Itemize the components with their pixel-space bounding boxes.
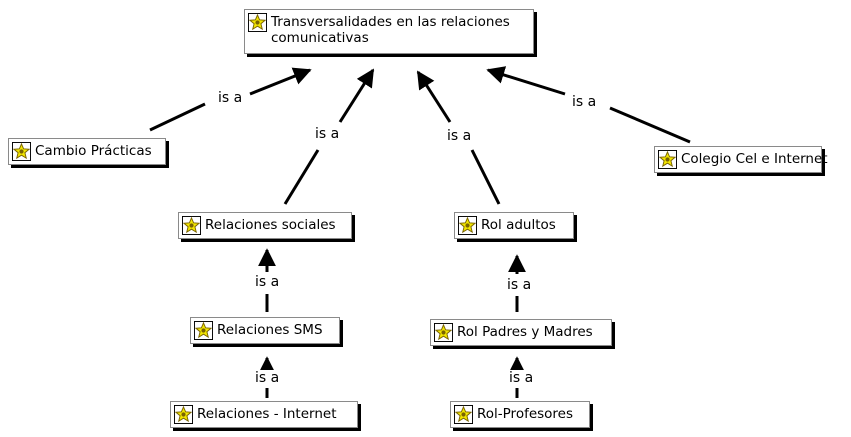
connector-arrow <box>249 67 312 96</box>
concept-label: Relaciones sociales <box>205 217 336 233</box>
connector-line <box>470 149 501 205</box>
link-label: is a <box>216 90 245 106</box>
link-label: is a <box>570 94 599 110</box>
concept-star-icon <box>454 405 473 424</box>
connector-line <box>149 102 206 132</box>
concept-star-icon <box>434 323 453 342</box>
concept-star-icon <box>658 150 677 169</box>
connector-arrow <box>416 70 452 123</box>
concept-node-rol-padres-madres[interactable]: Rol Padres y Madres <box>430 319 612 346</box>
concept-node-root[interactable]: Transversalidades en las relaciones comu… <box>244 9 534 54</box>
link-label: is a <box>507 370 536 386</box>
concept-label: Relaciones SMS <box>217 322 323 338</box>
connector-arrow <box>486 66 566 96</box>
concept-node-relaciones-sms[interactable]: Relaciones SMS <box>190 317 340 344</box>
concept-label: Relaciones - Internet <box>197 406 337 422</box>
connector-line <box>609 106 691 144</box>
link-label: is a <box>445 128 474 144</box>
concept-star-icon <box>458 216 477 235</box>
concept-node-cambio-practicas[interactable]: Cambio Prácticas <box>8 138 166 165</box>
concept-label: Transversalidades en las relaciones comu… <box>271 14 510 46</box>
link-label: is a <box>253 274 282 290</box>
connector-arrow <box>338 68 375 123</box>
concept-label: Colegio Cel e Internet <box>681 151 828 167</box>
concept-node-relaciones-internet[interactable]: Relaciones - Internet <box>170 401 358 428</box>
concept-star-icon <box>248 13 267 32</box>
link-label: is a <box>313 126 342 142</box>
concept-star-icon <box>12 142 31 161</box>
concept-node-relaciones-sociales[interactable]: Relaciones sociales <box>178 212 352 239</box>
concept-node-rol-profesores[interactable]: Rol-Profesores <box>450 401 590 428</box>
connector-line <box>283 149 320 205</box>
concept-star-icon <box>174 405 193 424</box>
link-label: is a <box>253 370 282 386</box>
concept-label: Rol adultos <box>481 217 556 233</box>
concept-node-colegio-cel-internet[interactable]: Colegio Cel e Internet <box>654 146 828 173</box>
concept-label: Cambio Prácticas <box>35 143 152 159</box>
concept-node-rol-adultos[interactable]: Rol adultos <box>454 212 574 239</box>
link-label: is a <box>505 277 534 293</box>
concept-star-icon <box>182 216 201 235</box>
concept-star-icon <box>194 321 213 340</box>
concept-label: Rol Padres y Madres <box>457 324 593 340</box>
concept-label: Rol-Profesores <box>477 406 574 422</box>
